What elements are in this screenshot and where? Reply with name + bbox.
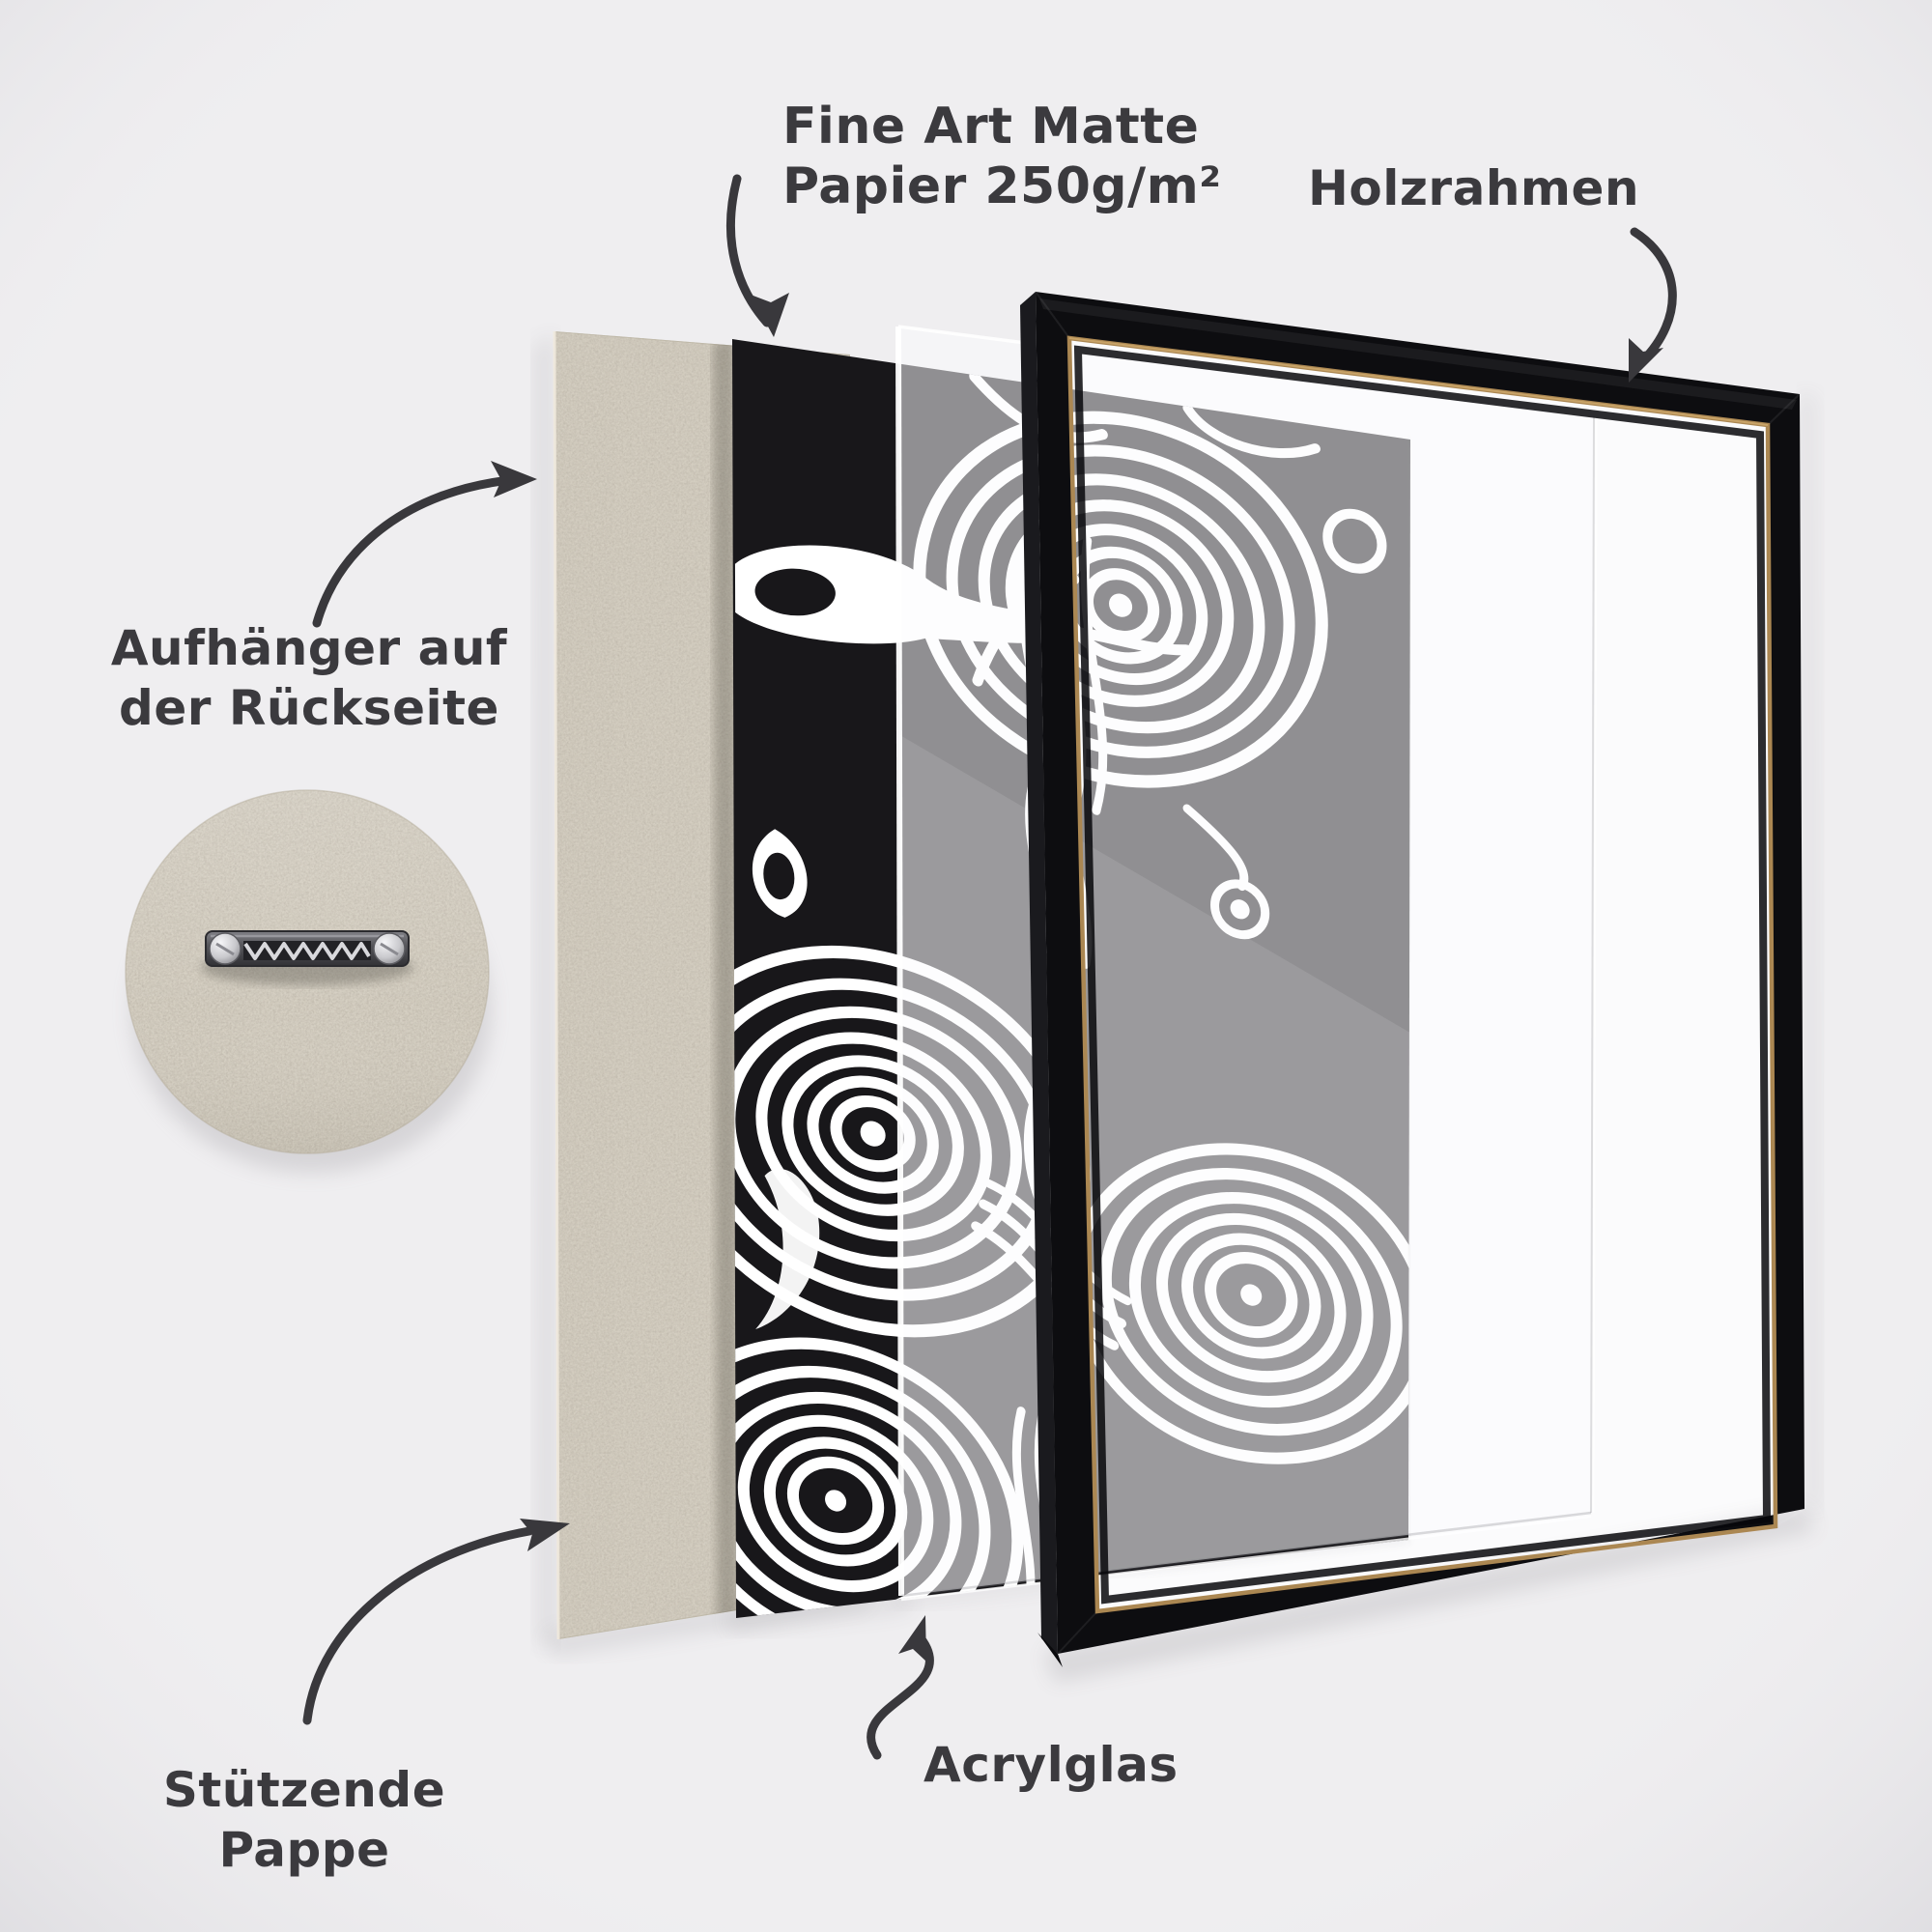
label-acrylglas: Acrylglas bbox=[923, 1737, 1179, 1793]
label-fine-art-paper-line2: Papier 250g/m² bbox=[782, 157, 1222, 215]
label-stuetzende-pappe: Stützende Pappe bbox=[163, 1760, 445, 1880]
label-stuetzende-pappe-line1: Stützende bbox=[162, 1762, 446, 1818]
label-holzrahmen: Holzrahmen bbox=[1308, 160, 1640, 216]
label-aufhaenger: Aufhänger auf der Rückseite bbox=[111, 618, 507, 738]
label-stuetzende-pappe-line2: Pappe bbox=[218, 1822, 390, 1878]
label-aufhaenger-line1: Aufhänger auf bbox=[110, 620, 508, 676]
label-aufhaenger-line2: der Rückseite bbox=[119, 680, 499, 736]
label-fine-art-paper: Fine Art Matte Papier 250g/m² bbox=[782, 97, 1222, 216]
label-fine-art-paper-line1: Fine Art Matte bbox=[782, 98, 1200, 156]
